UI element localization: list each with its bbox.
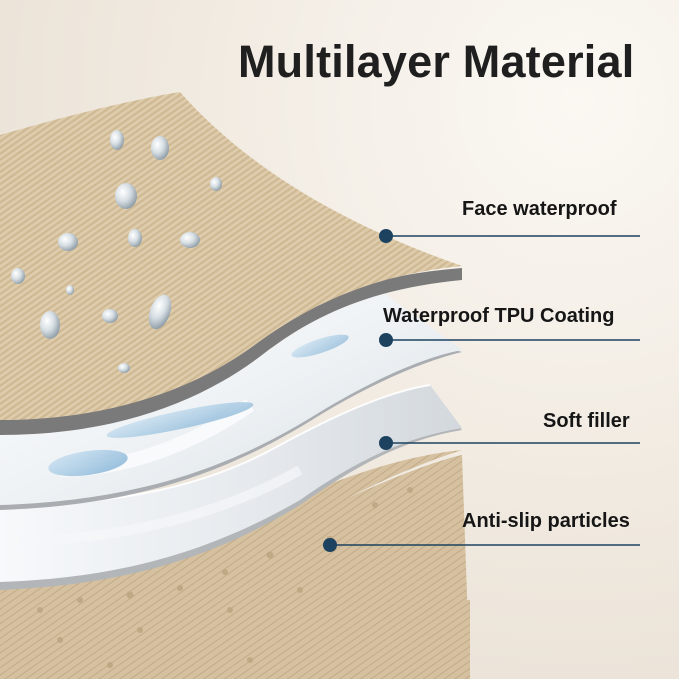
page-title: Multilayer Material — [238, 36, 635, 87]
callout-soft-filler — [379, 436, 640, 450]
label-face-waterproof: Face waterproof — [462, 198, 617, 220]
water-droplets — [11, 130, 222, 373]
callout-anti-slip — [323, 538, 640, 552]
label-tpu-coating: Waterproof TPU Coating — [383, 305, 615, 327]
callout-tpu-coating — [379, 333, 640, 347]
label-soft-filler: Soft filler — [543, 410, 630, 432]
tpu-film-layer-shape — [0, 290, 462, 510]
label-anti-slip: Anti-slip particles — [462, 510, 630, 532]
fabric-layer-shape — [0, 92, 462, 435]
filler-layer-shape — [0, 384, 462, 590]
callout-face-waterproof — [379, 229, 640, 243]
